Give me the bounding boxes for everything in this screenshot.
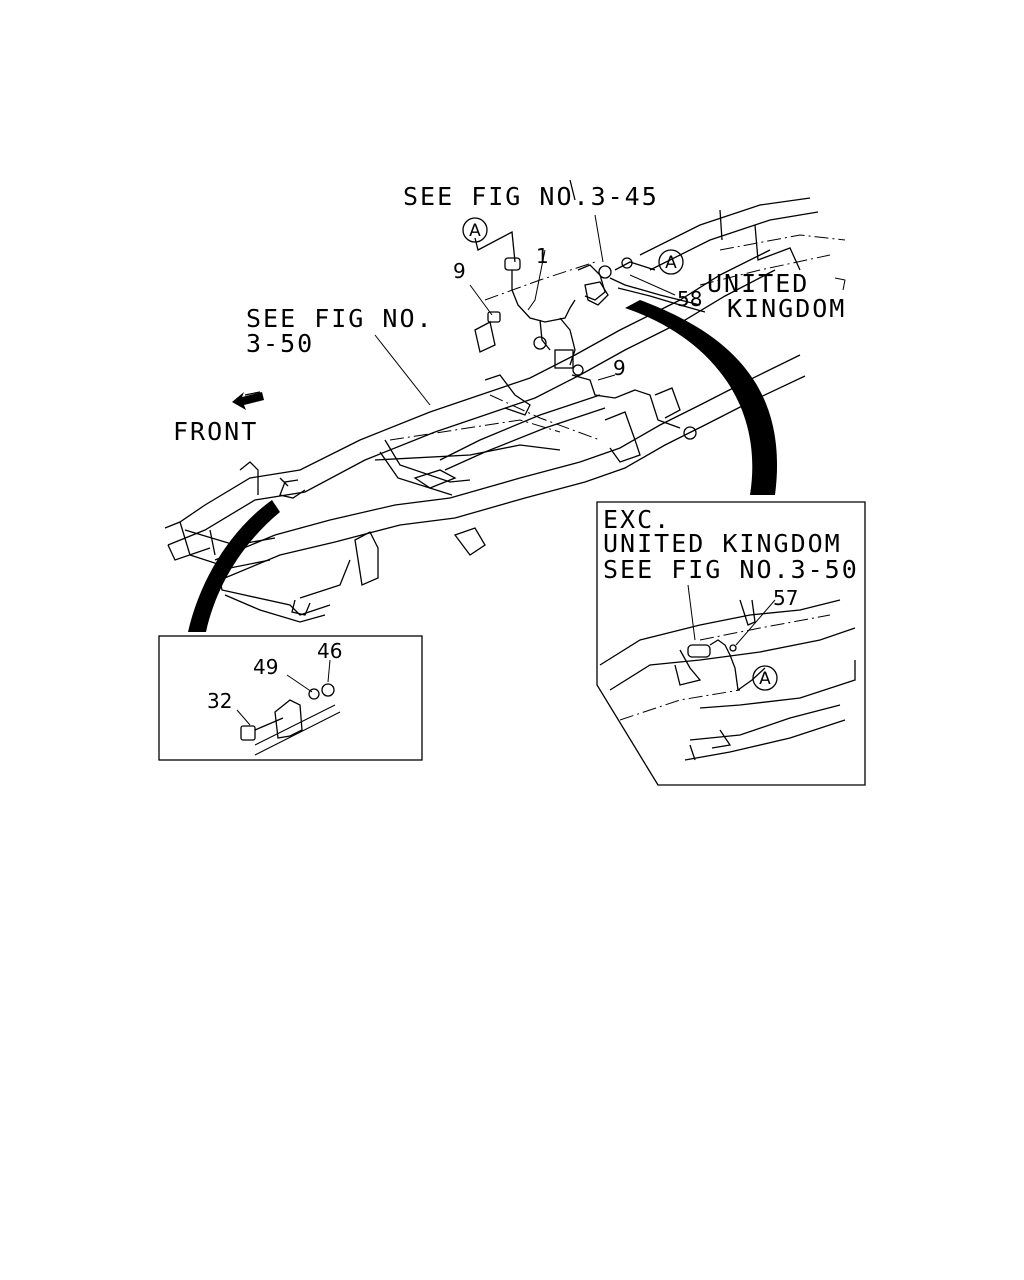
fittings: [487, 257, 697, 440]
bolt-icon: [683, 426, 697, 440]
leader-line: [327, 659, 331, 683]
callout-a-circle: [752, 665, 778, 691]
part-number-9: 9: [613, 356, 626, 380]
see-fig-345-label: SEE FIG NO.3-45: [403, 182, 659, 211]
bolt-9-icon: [487, 311, 501, 323]
front-label: FRONT: [173, 417, 258, 446]
exc-label: EXC.: [603, 505, 671, 534]
bolt-58-icon: [621, 257, 633, 269]
frame-line: [684, 719, 846, 761]
part-number-9: 9: [453, 259, 466, 283]
connector-icon: [572, 364, 584, 376]
frame-line: [739, 599, 756, 626]
lspv-valve-icon: [584, 281, 609, 306]
part-number-49: 49: [253, 655, 278, 679]
valve-icon: [598, 265, 612, 279]
frame-line: [609, 627, 856, 691]
part-number-57: 57: [773, 586, 798, 610]
leader-lines: [374, 214, 676, 406]
uk-bracket: [834, 277, 846, 291]
hose-fitting-icon: [504, 257, 521, 271]
detail-box-frame: [596, 501, 866, 786]
union-nut-icon: [533, 336, 547, 350]
detail-box-frame: [158, 635, 423, 761]
rail-line: [254, 711, 341, 756]
frame-line: [689, 704, 841, 741]
detail-pointer-left: [188, 500, 280, 632]
bracket-icon: [554, 349, 574, 369]
callout-a-circle: [462, 217, 488, 243]
uk-label-line1: UNITED: [707, 269, 809, 298]
exc-see-fig-label: SEE FIG NO.3-50: [603, 555, 859, 584]
bracket: [674, 649, 702, 686]
leader-line: [687, 584, 696, 641]
callout-a-label: A: [665, 253, 677, 273]
leader-line: [735, 599, 776, 646]
detail-box-exc-uk: EXC. UNITED KINGDOM SEE FIG NO.3-50 57 A: [596, 501, 866, 786]
frame-line: [699, 660, 856, 709]
exc-uk-label: UNITED KINGDOM: [603, 529, 842, 558]
uk-label-line2: KINGDOM: [727, 294, 846, 323]
detail-pointer-right: [625, 300, 778, 495]
washer-49-icon: [308, 688, 320, 700]
leader-line: [236, 709, 251, 726]
detail-box-mount: 32 49 46: [158, 635, 423, 761]
pipe-line: [709, 639, 766, 692]
see-fig-350-number: 3-50: [246, 329, 314, 358]
frame-line: [599, 599, 841, 666]
callout-a-circle: [658, 249, 684, 275]
part-number-46: 46: [317, 639, 342, 663]
bolt-57-icon: [729, 644, 737, 652]
leader-line: [286, 674, 313, 693]
bracket-icon: [274, 699, 303, 739]
frame-line: [711, 729, 732, 749]
callout-a-label: A: [759, 669, 771, 689]
nut-46-icon: [321, 683, 335, 697]
front-arrow-tail: [244, 391, 261, 396]
valve-icon: [687, 644, 711, 658]
part-number-58: 58: [677, 287, 702, 311]
rail-line: [254, 704, 336, 746]
see-fig-350-label: SEE FIG NO.: [246, 304, 434, 333]
brake-pipes: [474, 230, 706, 429]
frame-line: [689, 744, 696, 761]
callout-a-label: A: [469, 221, 481, 241]
part-number-1: 1: [536, 244, 549, 268]
bolt-32-icon: [240, 725, 256, 741]
frame-centerline: [619, 689, 741, 721]
part-number-32: 32: [207, 689, 232, 713]
bolt-shank: [254, 717, 284, 731]
frame-centerline: [699, 614, 831, 641]
front-arrow-icon: [232, 392, 264, 410]
